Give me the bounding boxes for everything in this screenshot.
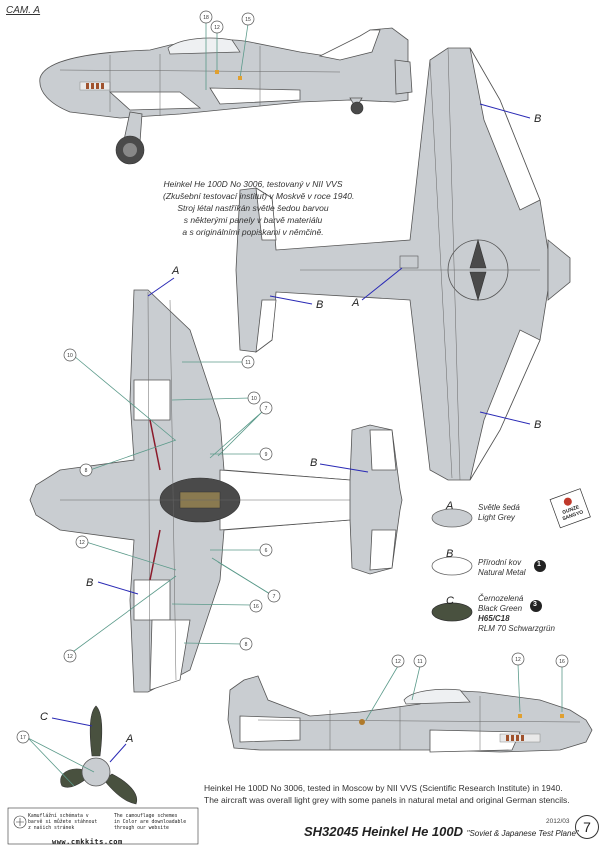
svg-text:B: B bbox=[86, 577, 93, 589]
page-number: 7 bbox=[575, 815, 599, 839]
svg-text:A: A bbox=[171, 265, 179, 277]
svg-text:17: 17 bbox=[20, 735, 26, 741]
svg-text:B: B bbox=[534, 113, 541, 125]
website-url: www.cmkkits.com bbox=[52, 838, 123, 846]
svg-text:GUNZE: GUNZE bbox=[562, 504, 581, 516]
camo-scheme-label: CAM. A bbox=[6, 5, 41, 16]
svg-text:16: 16 bbox=[253, 604, 259, 610]
svg-text:8: 8 bbox=[245, 642, 248, 648]
description-english: Heinkel He 100D No 3006, tested in Mosco… bbox=[204, 783, 570, 805]
svg-text:15: 15 bbox=[245, 17, 251, 23]
svg-text:10: 10 bbox=[251, 396, 257, 402]
legend-b-badge: 1 bbox=[537, 561, 541, 568]
svg-text:B: B bbox=[534, 419, 541, 431]
svg-text:A: A bbox=[125, 733, 133, 745]
svg-text:7: 7 bbox=[265, 406, 268, 412]
color-legend bbox=[431, 508, 546, 622]
svg-text:12: 12 bbox=[79, 540, 85, 546]
svg-text:7: 7 bbox=[273, 594, 276, 600]
svg-text:B: B bbox=[310, 457, 317, 469]
legend-c-badge: 3 bbox=[533, 601, 537, 608]
swatch-natural-metal bbox=[431, 556, 473, 576]
svg-text:A: A bbox=[351, 297, 359, 309]
propeller-view: 17 C A bbox=[16, 705, 138, 805]
svg-text:12: 12 bbox=[67, 654, 73, 660]
svg-text:11: 11 bbox=[245, 360, 250, 366]
plan-view-middle: 10 11 10 7 9 8 12 6 7 16 8 12 A B B bbox=[29, 265, 403, 693]
kit-title: SH32045 Heinkel He 100D "Soviet & Japane… bbox=[304, 824, 579, 839]
svg-text:11: 11 bbox=[417, 659, 422, 665]
svg-text:12: 12 bbox=[395, 659, 401, 665]
swatch-light-grey bbox=[431, 508, 473, 528]
svg-text:10: 10 bbox=[67, 353, 73, 359]
description-czech: Heinkel He 100D No 3006, testovaný v NII… bbox=[163, 179, 355, 237]
plan-view-right: B B B A bbox=[235, 47, 571, 481]
website-stamp bbox=[7, 807, 199, 845]
svg-text:6: 6 bbox=[265, 548, 268, 554]
svg-text:12: 12 bbox=[214, 25, 220, 31]
callout-18: 18 bbox=[203, 15, 209, 21]
date-code: 2012/03 bbox=[546, 818, 570, 825]
side-view-bottom: 12 11 12 16 bbox=[227, 652, 593, 753]
legend-c-name: Černozelená Black Green H65/C18 RLM 70 S… bbox=[478, 594, 555, 633]
legend-c-letter: C bbox=[446, 595, 454, 607]
svg-text:16: 16 bbox=[559, 659, 565, 665]
legend-b-letter: B bbox=[446, 548, 454, 560]
legend-a-name: Světle šedá Light Grey bbox=[478, 503, 520, 522]
legend-a-letter: A bbox=[446, 500, 454, 512]
gunze-sangyo-logo: GUNZE SANGYO bbox=[549, 488, 591, 529]
svg-text:8: 8 bbox=[85, 468, 88, 474]
svg-text:9: 9 bbox=[265, 452, 268, 458]
side-view-left: 18 12 15 bbox=[39, 10, 413, 165]
svg-text:B: B bbox=[316, 299, 323, 311]
svg-text:C: C bbox=[40, 711, 48, 723]
legend-b-name: Přírodní kov Natural Metal bbox=[478, 558, 526, 577]
svg-text:12: 12 bbox=[515, 657, 521, 663]
swatch-black-green bbox=[431, 602, 473, 622]
